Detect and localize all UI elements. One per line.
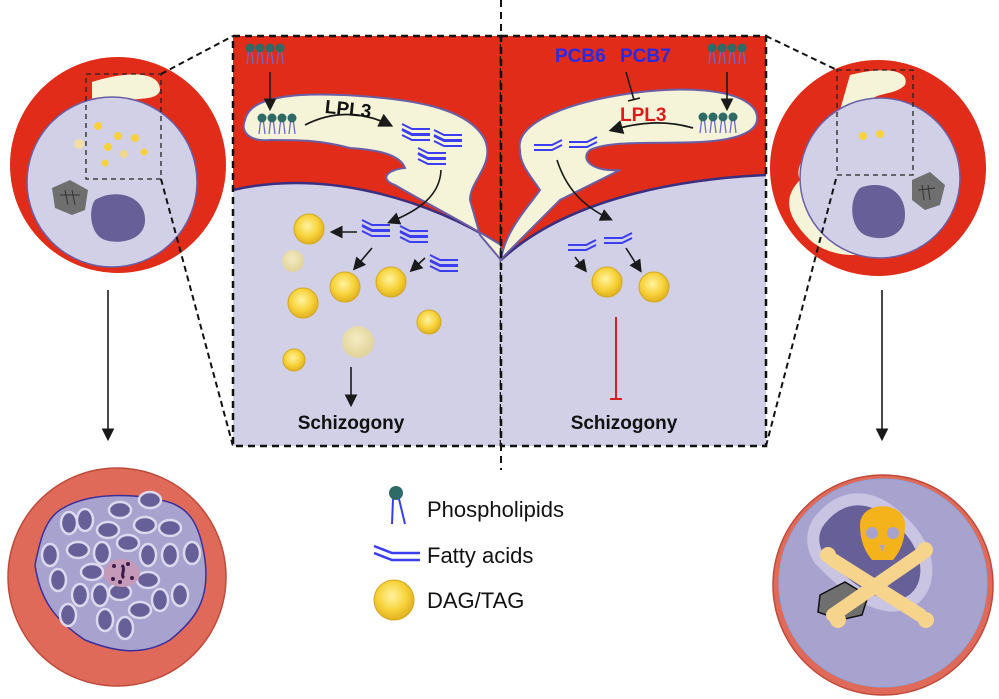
schizogony-label: Schizogony <box>298 413 405 434</box>
legend-label: Phospholipids <box>427 497 564 522</box>
schizogony-label: Schizogony <box>571 413 678 434</box>
dead-parasite-cell <box>772 474 994 696</box>
left-infected-rbc <box>10 57 226 273</box>
lipid-droplet <box>591 266 623 298</box>
lpl3-inhibited-label: LPL3 <box>620 105 666 126</box>
lipid-droplets <box>282 213 442 372</box>
legend: Phospholipids Fatty acids DAG/TAG <box>373 486 564 621</box>
small-lipid-droplets <box>74 122 148 167</box>
skull-crossbones-icon <box>820 506 934 628</box>
legend-label: DAG/TAG <box>427 588 524 613</box>
small-lipid-droplet <box>859 132 867 140</box>
zoom-region-box <box>85 73 162 180</box>
right-zoom-panel: PCB6 PCB7 LPL3 Schizogony <box>499 34 768 448</box>
lipid-droplet <box>638 271 670 303</box>
inhibition-arrow <box>625 71 635 101</box>
small-lipid-droplet <box>876 130 884 138</box>
fatty-acid-icon <box>373 544 420 562</box>
legend-label: Fatty acids <box>427 543 533 568</box>
lpl3-label: LPL3 <box>324 97 372 123</box>
phospholipid-icon <box>389 486 406 525</box>
lipid-droplet-icon <box>373 579 415 621</box>
pcb6-label: PCB6 <box>555 46 606 67</box>
right-infected-rbc <box>770 60 986 276</box>
pcb7-label: PCB7 <box>620 46 671 67</box>
left-zoom-panel: LPL3 Schizogony <box>231 34 503 448</box>
schizont-cell <box>7 467 227 687</box>
zoom-region-box <box>836 69 914 176</box>
